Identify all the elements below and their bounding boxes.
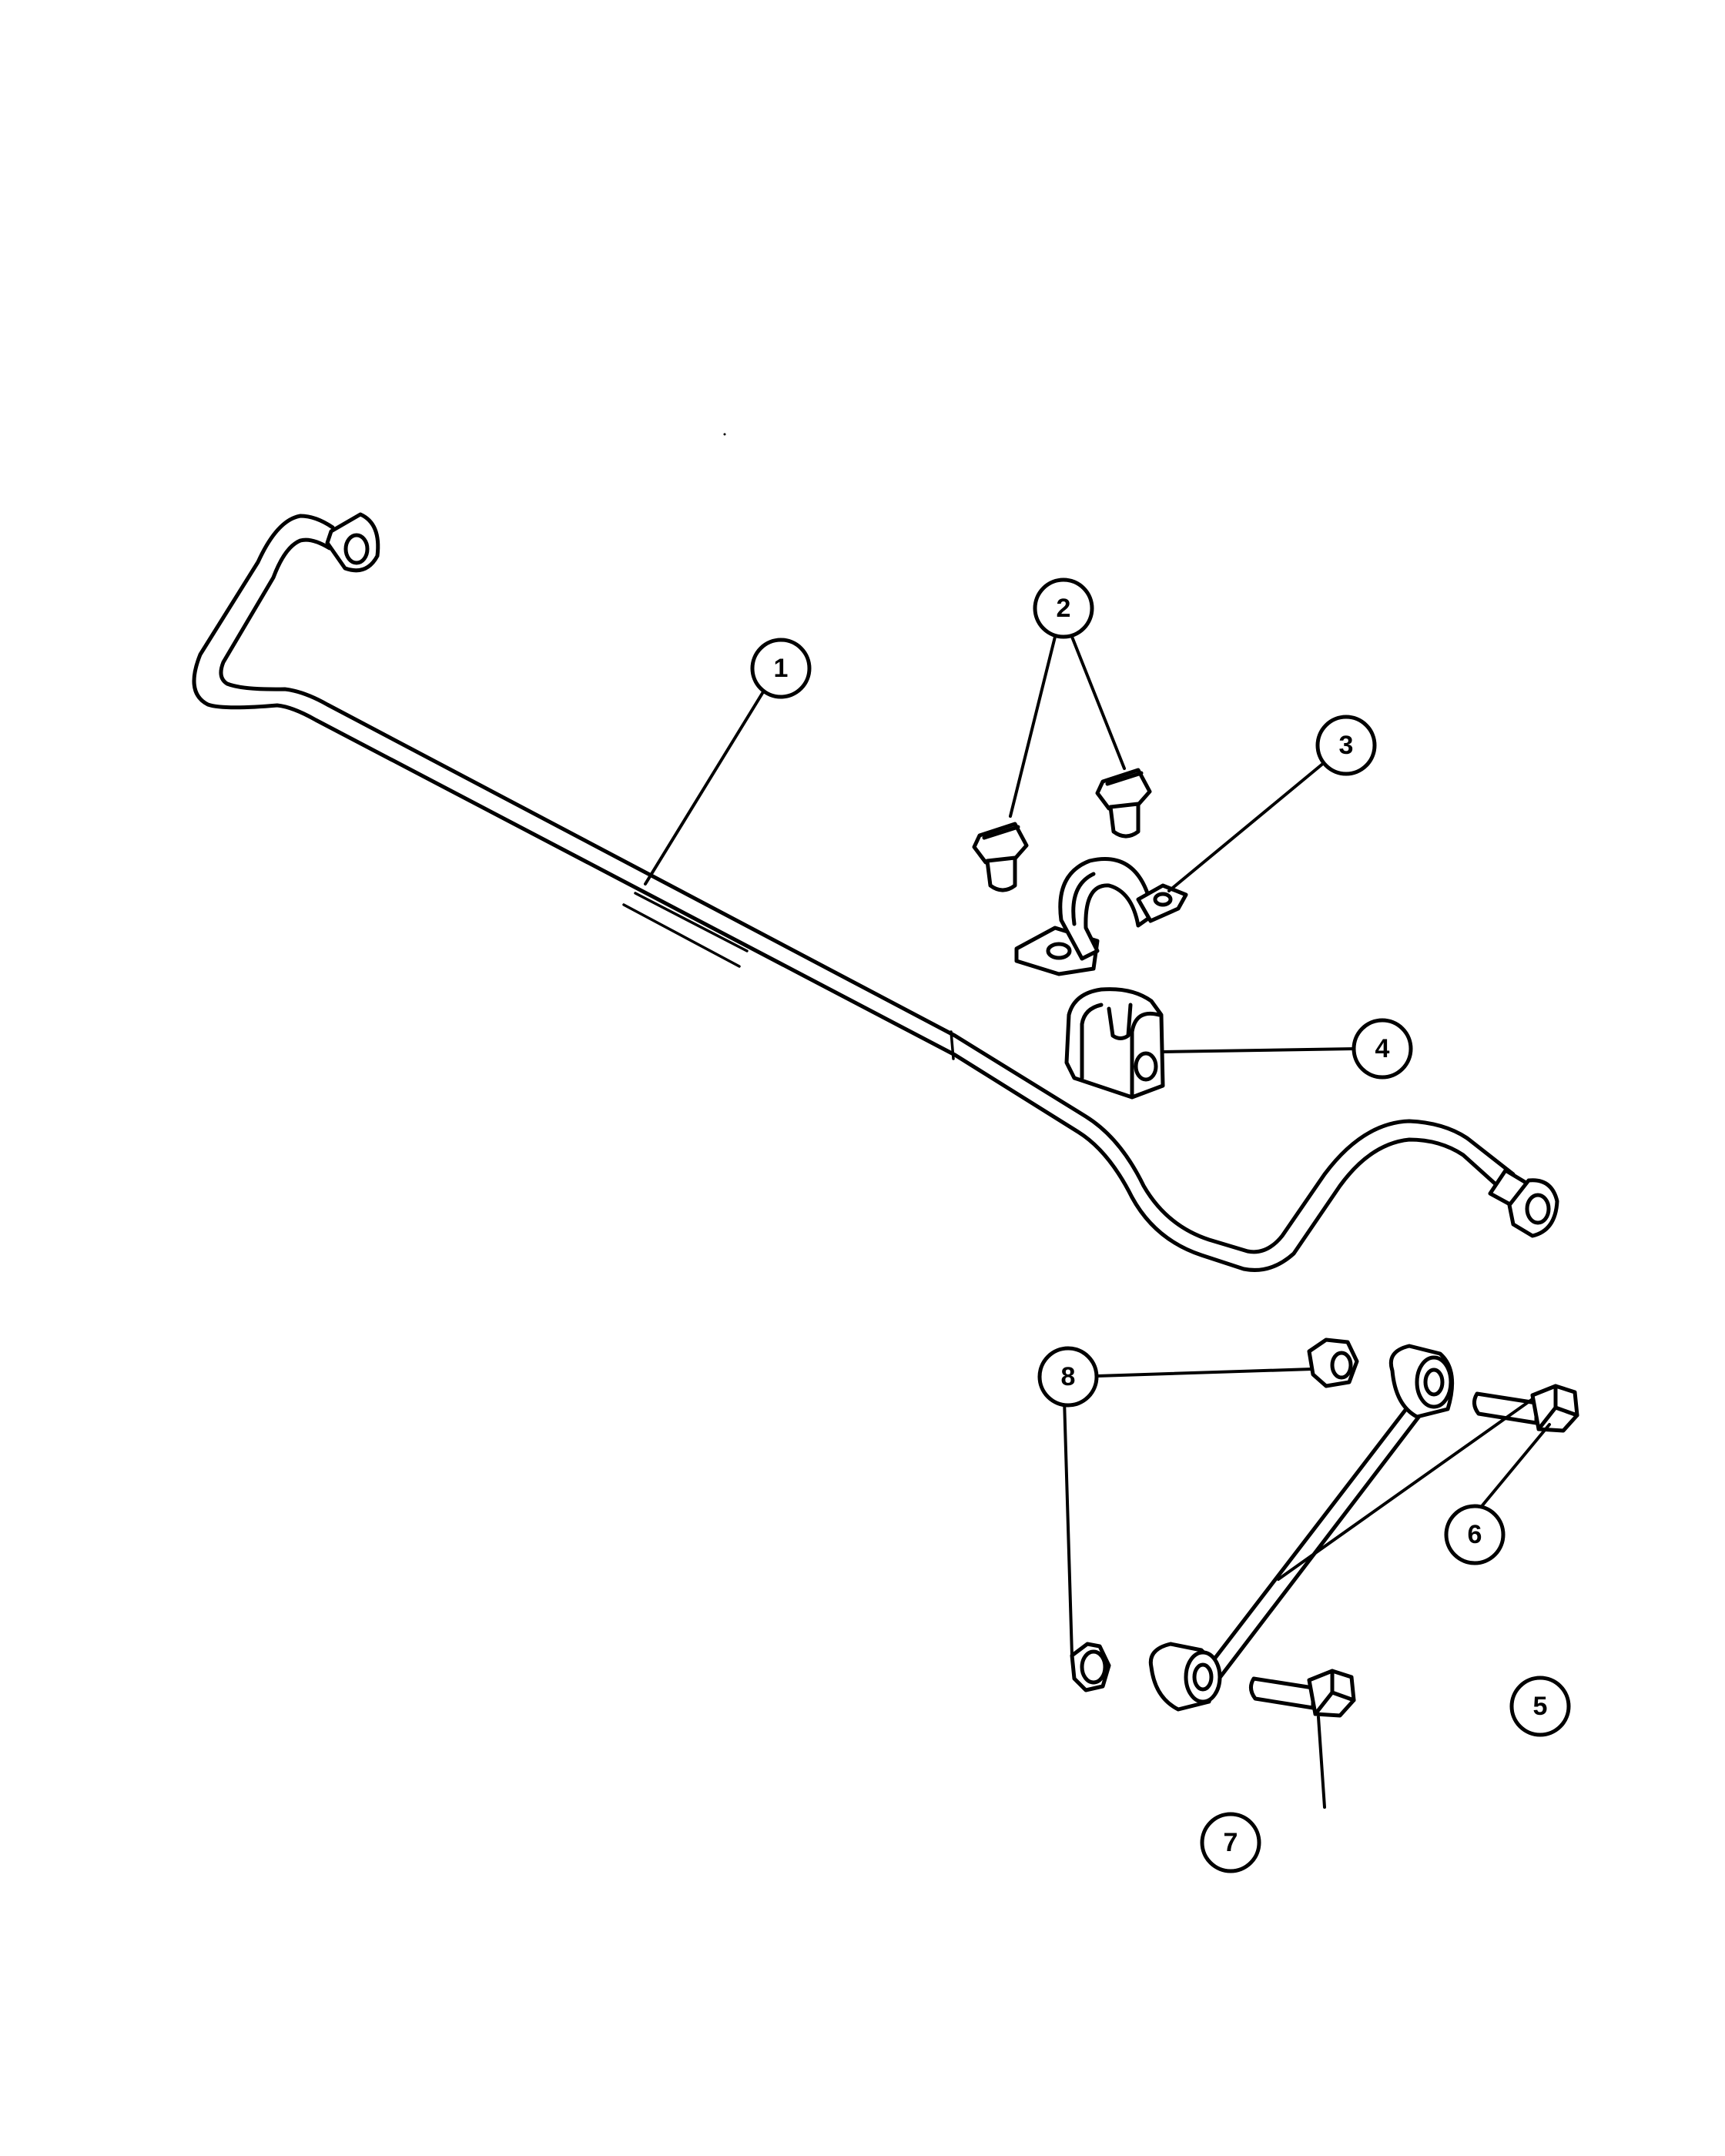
nut-lower bbox=[1070, 1642, 1111, 1692]
callout-5-label: 5 bbox=[1533, 1692, 1548, 1721]
stabilizer-link bbox=[1148, 1344, 1455, 1712]
callout-6: 6 bbox=[1444, 1504, 1506, 1565]
callout-2-label: 2 bbox=[1057, 594, 1071, 623]
callout-4: 4 bbox=[1352, 1018, 1413, 1080]
bushing bbox=[1064, 987, 1165, 1100]
callout-6-label: 6 bbox=[1468, 1520, 1482, 1549]
callout-1: 1 bbox=[750, 638, 812, 699]
callout-7-label: 7 bbox=[1224, 1828, 1238, 1857]
callout-3-label: 3 bbox=[1339, 731, 1354, 760]
callout-1-label: 1 bbox=[774, 654, 789, 683]
callout-5: 5 bbox=[1509, 1676, 1571, 1737]
leader-lines bbox=[644, 635, 1551, 1809]
bushing-retainer bbox=[1014, 857, 1188, 976]
callout-8-label: 8 bbox=[1061, 1362, 1076, 1391]
stabilizer-bar bbox=[192, 512, 1559, 1272]
callout-2: 2 bbox=[1033, 578, 1094, 639]
stabilizer-bar-right-eye bbox=[1488, 1168, 1559, 1238]
callout-7: 7 bbox=[1200, 1812, 1261, 1873]
link-bolt-lower bbox=[1249, 1669, 1356, 1718]
bracket-bolt-lower bbox=[972, 822, 1029, 892]
link-bolt-upper bbox=[1472, 1384, 1579, 1433]
stray-mark bbox=[723, 433, 726, 436]
stabilizer-bar-left-eye bbox=[325, 512, 380, 573]
callout-4-label: 4 bbox=[1375, 1034, 1390, 1063]
callout-8: 8 bbox=[1037, 1346, 1099, 1408]
callout-3: 3 bbox=[1315, 715, 1377, 776]
bracket-bolt-upper bbox=[1095, 768, 1152, 839]
nut-upper bbox=[1307, 1337, 1359, 1388]
